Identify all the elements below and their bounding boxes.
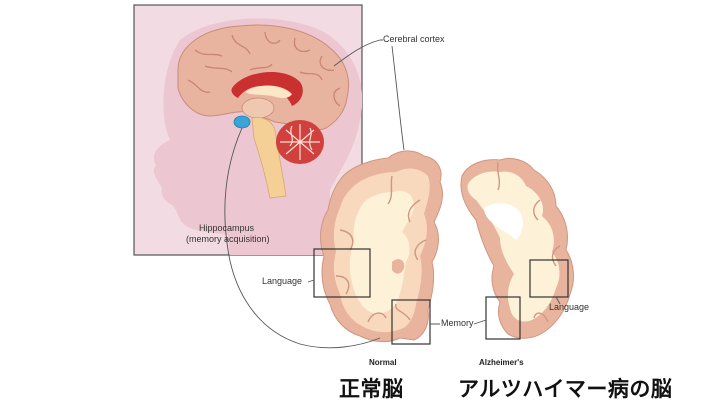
alzheimers-caption: Alzheimer's <box>479 358 524 367</box>
hippocampus-structure <box>233 115 251 129</box>
hippocampus-leader <box>224 127 381 349</box>
alzheimers-brain-slice <box>460 157 574 339</box>
corpus-callosum <box>231 71 303 106</box>
alzheimers-brain-jp-caption: アルツハイマー病の脳 <box>458 377 673 401</box>
ventricle <box>245 85 292 98</box>
normal-caption: Normal <box>369 358 397 367</box>
alzheimers-memory-box <box>485 296 521 340</box>
brainstem <box>251 117 287 199</box>
alzheimers-language-box <box>529 259 569 298</box>
alzheimers-sulci <box>496 161 561 323</box>
normal-brain-jp-caption: 正常脳 <box>339 377 404 401</box>
thalamus <box>241 97 275 119</box>
normal-memory-box <box>391 299 431 345</box>
cerebellum <box>276 120 324 164</box>
memory-label: Memory <box>441 318 474 328</box>
hippocampus-sub-label: (memory acquisition) <box>186 234 270 244</box>
normal-brain-slice <box>320 150 443 343</box>
hippocampus-label: Hippocampus <box>199 223 255 233</box>
sagittal-inset-panel <box>133 4 363 256</box>
normal-sulci <box>335 175 427 323</box>
language-left-leader <box>307 279 315 283</box>
memory-leader <box>430 319 487 325</box>
normal-white-matter <box>349 190 414 314</box>
leader-lines <box>224 39 561 349</box>
cortex-folds <box>187 31 341 107</box>
language-right-leader <box>555 296 561 305</box>
language-right-label: Language <box>549 302 590 312</box>
normal-language-box <box>313 248 371 298</box>
cortex-leader <box>333 39 405 151</box>
alzheimers-enlarged-gap <box>484 203 523 240</box>
language-left-label: Language <box>262 276 303 286</box>
normal-ventricle <box>392 259 405 274</box>
cerebral-cortex-label: Cerebral cortex <box>383 34 445 44</box>
